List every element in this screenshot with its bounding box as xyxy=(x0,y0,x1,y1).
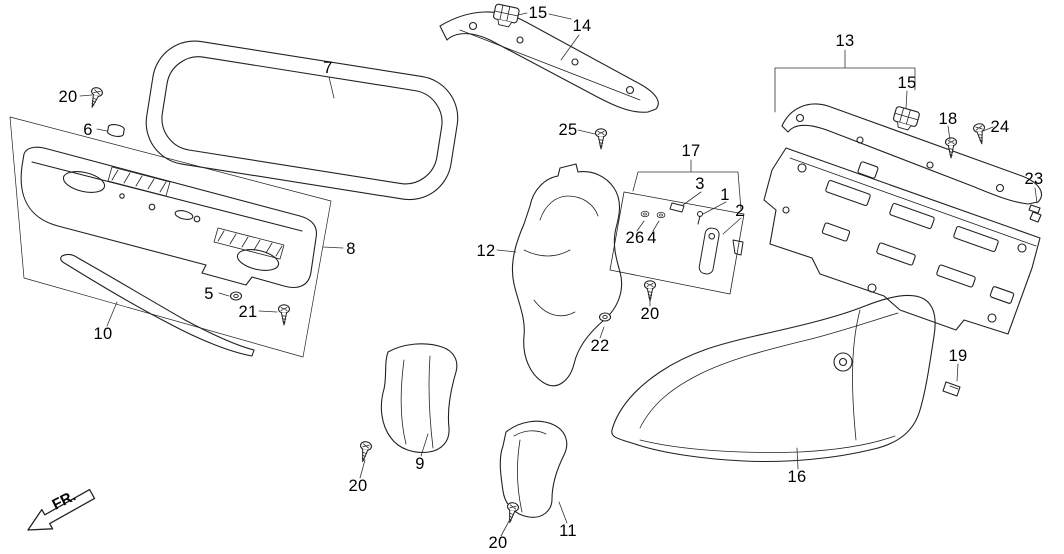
clip-part-3 xyxy=(669,202,685,213)
fastener-icon xyxy=(656,211,666,219)
callout-7: 7 xyxy=(323,58,333,77)
callout-6: 6 xyxy=(83,120,93,139)
callout-3: 3 xyxy=(695,174,705,193)
callout-17: 17 xyxy=(681,141,701,160)
rear-molding-strip xyxy=(60,253,255,357)
vent-hatch-right xyxy=(213,227,285,260)
pillar-trim xyxy=(380,343,458,453)
callout-22: 22 xyxy=(590,336,610,355)
callout-1: 1 xyxy=(720,185,730,204)
trunk-side-trim xyxy=(611,294,936,463)
vent-hatch-left xyxy=(107,166,171,197)
cap-icon xyxy=(106,122,126,139)
screw-icon xyxy=(944,137,958,159)
strap-part-2 xyxy=(698,227,720,275)
callout-19: 19 xyxy=(948,346,968,365)
rear-tray-panel xyxy=(20,146,318,289)
screw-icon xyxy=(594,128,608,150)
tray-group-box xyxy=(9,116,332,358)
lower-trim xyxy=(499,420,568,518)
fastener-icon xyxy=(640,210,650,218)
callout-2: 2 xyxy=(735,201,745,220)
callout-8: 8 xyxy=(346,239,356,258)
callout-23: 23 xyxy=(1024,169,1044,188)
fr-direction-arrow xyxy=(27,488,96,531)
upper-crossmember xyxy=(439,11,659,113)
clip-icon xyxy=(491,3,521,29)
screw-icon xyxy=(277,304,291,326)
rear-bulkhead-strip xyxy=(781,103,1042,205)
callout-4: 4 xyxy=(647,228,657,247)
callout-9: 9 xyxy=(415,454,425,473)
callout-14: 14 xyxy=(572,16,592,35)
leader-lines xyxy=(79,12,1038,537)
callout-20-2: 20 xyxy=(640,304,660,323)
callout-15-1: 15 xyxy=(528,3,548,22)
fasteners xyxy=(86,85,1042,525)
callout-26: 26 xyxy=(625,228,645,247)
callout-20-4: 20 xyxy=(488,533,508,552)
screw-icon xyxy=(972,122,988,146)
callout-18: 18 xyxy=(938,109,958,128)
callout-11: 11 xyxy=(559,521,577,540)
screw-icon xyxy=(86,85,105,110)
rear-bulkhead-panel xyxy=(763,147,1041,335)
callout-15-2: 15 xyxy=(897,73,917,92)
callout-24: 24 xyxy=(990,117,1010,136)
callout-25: 25 xyxy=(558,120,578,139)
bracket-part xyxy=(732,239,744,256)
nut-icon xyxy=(598,312,612,322)
callout-13: 13 xyxy=(835,31,855,50)
nut-icon xyxy=(229,291,243,301)
clip-part-19 xyxy=(942,381,961,397)
callout-12: 12 xyxy=(476,241,496,260)
screw-icon xyxy=(356,440,373,464)
callout-21: 21 xyxy=(238,302,258,321)
clip-icon xyxy=(890,105,921,133)
fr-arrow-icon xyxy=(27,488,96,531)
callout-5: 5 xyxy=(204,284,214,303)
callout-20-3: 20 xyxy=(348,476,368,495)
callout-10: 10 xyxy=(93,324,113,343)
trunk-seal xyxy=(145,40,459,201)
callout-20-1: 20 xyxy=(58,87,78,106)
hardware-kit-box xyxy=(609,191,745,295)
callout-16: 16 xyxy=(787,467,807,486)
grommet-part-23 xyxy=(1028,204,1042,223)
